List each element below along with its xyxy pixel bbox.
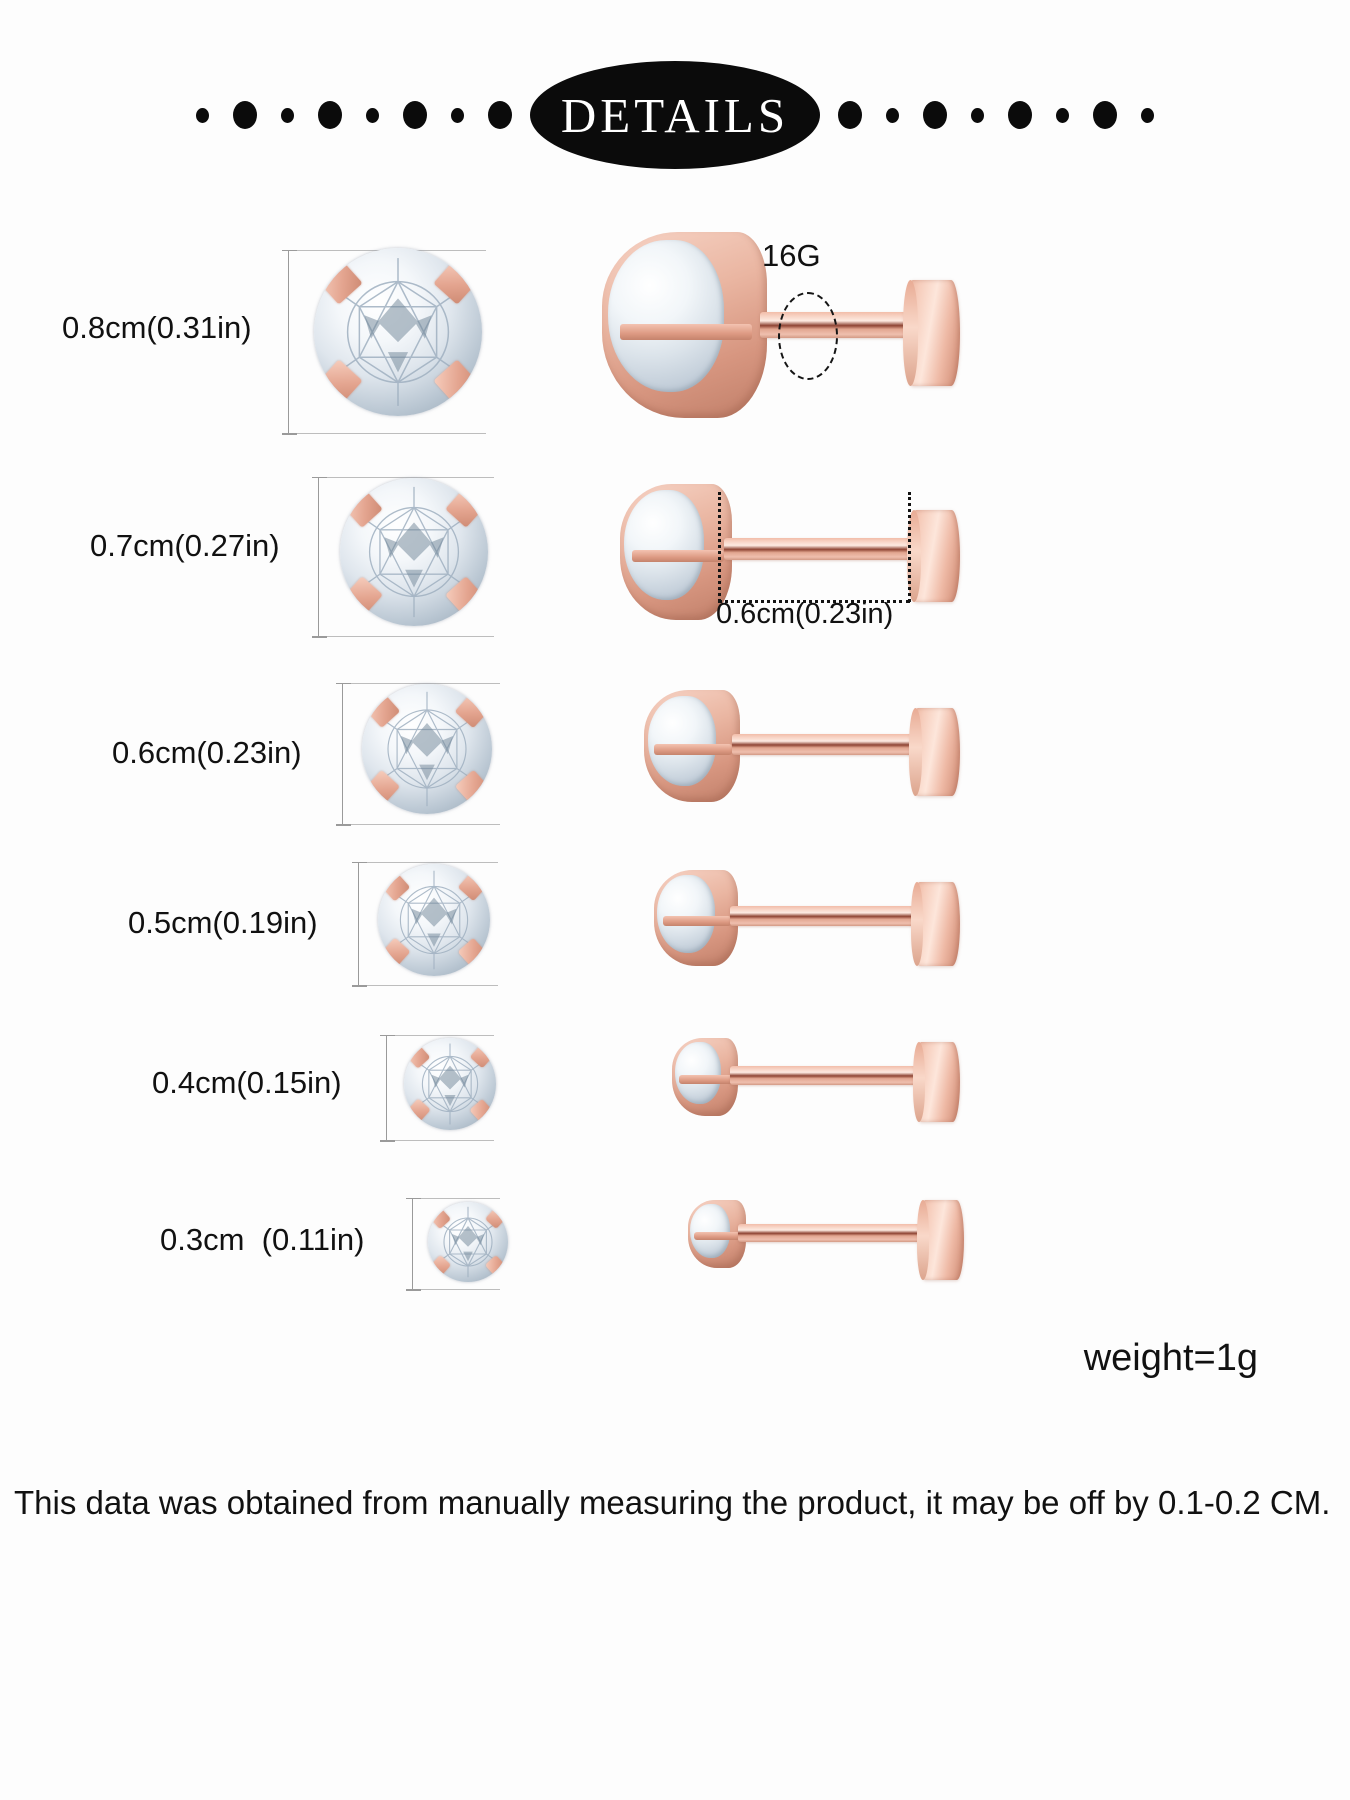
stud-shaft (732, 734, 924, 755)
stud-crown-edge (620, 324, 752, 340)
gem-facets-icon (416, 1043, 484, 1125)
gem-front-view (404, 1038, 496, 1130)
header-dot-small (886, 107, 899, 123)
gem-front-view (378, 864, 490, 976)
stud-back-disc-face (903, 280, 918, 386)
header-dot-large (488, 101, 512, 129)
stud-crown (644, 690, 740, 802)
size-label: 0.8cm(0.31in) (62, 310, 252, 345)
dimension-bracket (352, 861, 498, 987)
stud-side-view (592, 226, 972, 424)
stud-shaft (730, 1066, 928, 1085)
stud-crown (620, 484, 732, 620)
size-label: 0.3cm (0.11in) (160, 1222, 365, 1257)
gauge-marker-ellipse (778, 292, 838, 380)
stud-crown-edge (679, 1075, 733, 1084)
stud-back-disc (907, 510, 960, 602)
stud-back-disc (911, 882, 960, 966)
stud-crown-gem (690, 1204, 730, 1258)
gem-front-view (362, 684, 492, 814)
gem-facets-icon (379, 691, 475, 807)
header-dot-small (281, 107, 294, 123)
stud-crown-gem (624, 490, 704, 600)
stud-back-disc (903, 280, 960, 386)
header-dot-large (1093, 101, 1117, 129)
stud-crown-edge (694, 1232, 741, 1240)
bar-length-extension-right (908, 492, 911, 602)
bar-length-label: 0.6cm(0.23in) (716, 598, 894, 630)
details-header-banner: DETAILS (0, 60, 1350, 170)
stud-shaft (738, 1224, 932, 1242)
stud-side-view (638, 686, 978, 816)
stud-side-view (668, 1034, 980, 1130)
gem-front-view (428, 1202, 508, 1282)
dimension-bracket (406, 1197, 500, 1291)
dimension-bracket (380, 1034, 494, 1142)
stud-back-disc-face (911, 882, 924, 966)
stud-back-disc (917, 1200, 964, 1280)
details-title: DETAILS (560, 87, 790, 143)
bar-length-baseline (718, 600, 910, 603)
stud-crown (672, 1038, 738, 1116)
gem-facets-icon (337, 258, 459, 406)
stud-crown (602, 232, 767, 418)
gauge-label: 16G (762, 238, 821, 273)
stud-side-view (612, 480, 972, 632)
stud-crown-edge (663, 916, 731, 926)
gem-front-view (314, 248, 482, 416)
bar-length-extension-left (718, 492, 721, 602)
dimension-bracket (336, 682, 500, 826)
header-dot-small (451, 107, 464, 123)
stud-side-view (648, 866, 978, 978)
stud-back-disc-face (909, 708, 922, 796)
stud-side-view (684, 1196, 984, 1288)
header-dot-small (971, 107, 984, 123)
size-label: 0.7cm(0.27in) (90, 528, 280, 563)
header-dot-large (1008, 101, 1032, 129)
header-dot-large (838, 101, 862, 129)
header-dots-left (196, 95, 512, 135)
header-dot-small (196, 107, 209, 123)
header-dots-right (838, 95, 1154, 135)
stud-crown-gem (608, 240, 724, 392)
header-dot-large (318, 101, 342, 129)
stud-back-disc-face (917, 1200, 929, 1280)
header-dot-large (233, 101, 257, 129)
stud-crown-gem (648, 696, 716, 786)
gem-facets-icon (438, 1206, 498, 1278)
size-label: 0.5cm(0.19in) (128, 905, 318, 940)
dimension-bracket (312, 476, 494, 638)
stud-shaft (730, 906, 926, 926)
stud-crown-gem (657, 875, 715, 953)
stud-shaft (724, 538, 922, 560)
header-dot-small (1056, 107, 1069, 123)
gem-facets-icon (360, 486, 468, 618)
stud-crown-gem (675, 1042, 721, 1104)
stud-crown-edge (654, 744, 732, 755)
stud-crown (688, 1200, 746, 1268)
size-label: 0.6cm(0.23in) (112, 735, 302, 770)
gem-front-view (340, 478, 488, 626)
header-dot-small (1141, 107, 1154, 123)
measurement-disclaimer: This data was obtained from manually mea… (14, 1484, 1331, 1521)
size-label: 0.4cm(0.15in) (152, 1065, 342, 1100)
header-dot-small (366, 107, 379, 123)
stud-back-disc (913, 1042, 960, 1122)
stud-back-disc (909, 708, 960, 796)
stud-crown-edge (632, 550, 724, 562)
stud-back-disc-face (913, 1042, 925, 1122)
header-dot-large (403, 101, 427, 129)
weight-label: weight=1g (1083, 1337, 1258, 1379)
details-badge: DETAILS (530, 61, 820, 169)
stud-crown (654, 870, 738, 966)
header-dot-large (923, 101, 947, 129)
